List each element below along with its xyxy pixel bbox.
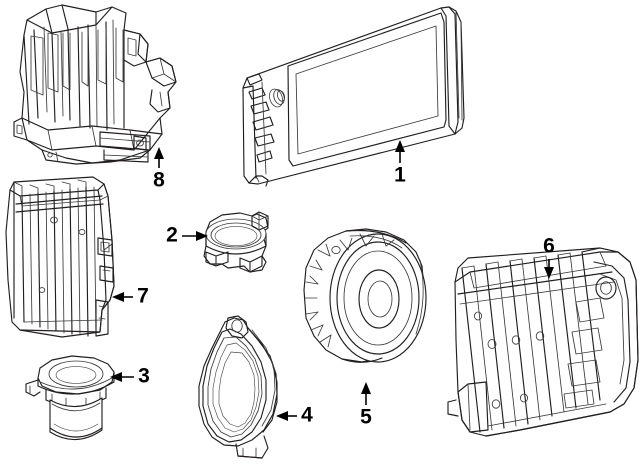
callout-2[interactable]: 2 — [166, 224, 208, 247]
callout-8-label: 8 — [153, 169, 165, 192]
callout-1-label: 1 — [394, 164, 406, 187]
callout-6-arrowhead — [544, 267, 554, 279]
callout-1[interactable]: 1 — [394, 140, 406, 187]
part-tweeter-speaker-round[interactable] — [203, 211, 269, 273]
callout-3-label: 3 — [138, 365, 150, 388]
part-tweeter-speaker-assembly[interactable] — [25, 355, 115, 441]
callout-6[interactable]: 6 — [543, 235, 555, 279]
callout-5[interactable]: 5 — [360, 382, 372, 429]
part-amplifier-heatsink-right[interactable] — [447, 247, 639, 437]
callout-5-arrowhead — [361, 382, 371, 394]
part-amplifier-module-left[interactable] — [5, 176, 115, 338]
part-woofer-speaker-large[interactable] — [303, 228, 427, 363]
part-display-screen-unit[interactable] — [242, 6, 465, 187]
callout-3-arrowhead — [110, 372, 122, 382]
display-rotary-knob[interactable] — [267, 87, 286, 108]
callout-1-arrowhead — [395, 140, 405, 152]
callout-4[interactable]: 4 — [276, 404, 313, 427]
callout-4-label: 4 — [301, 404, 313, 427]
callout-7-label: 7 — [137, 285, 149, 308]
callout-8[interactable]: 8 — [153, 147, 165, 192]
callout-6-label: 6 — [543, 235, 555, 258]
part-mounting-bracket-housing[interactable] — [13, 4, 177, 165]
callout-2-arrowhead — [196, 231, 208, 241]
callout-7-arrowhead — [112, 292, 124, 302]
callout-8-arrowhead — [154, 147, 164, 159]
callout-5-label: 5 — [360, 406, 372, 429]
callout-2-label: 2 — [166, 224, 178, 247]
part-midrange-speaker-oval[interactable] — [198, 315, 278, 459]
callout-7[interactable]: 7 — [112, 285, 149, 308]
callout-4-arrowhead — [276, 411, 288, 421]
callout-3[interactable]: 3 — [110, 365, 150, 388]
